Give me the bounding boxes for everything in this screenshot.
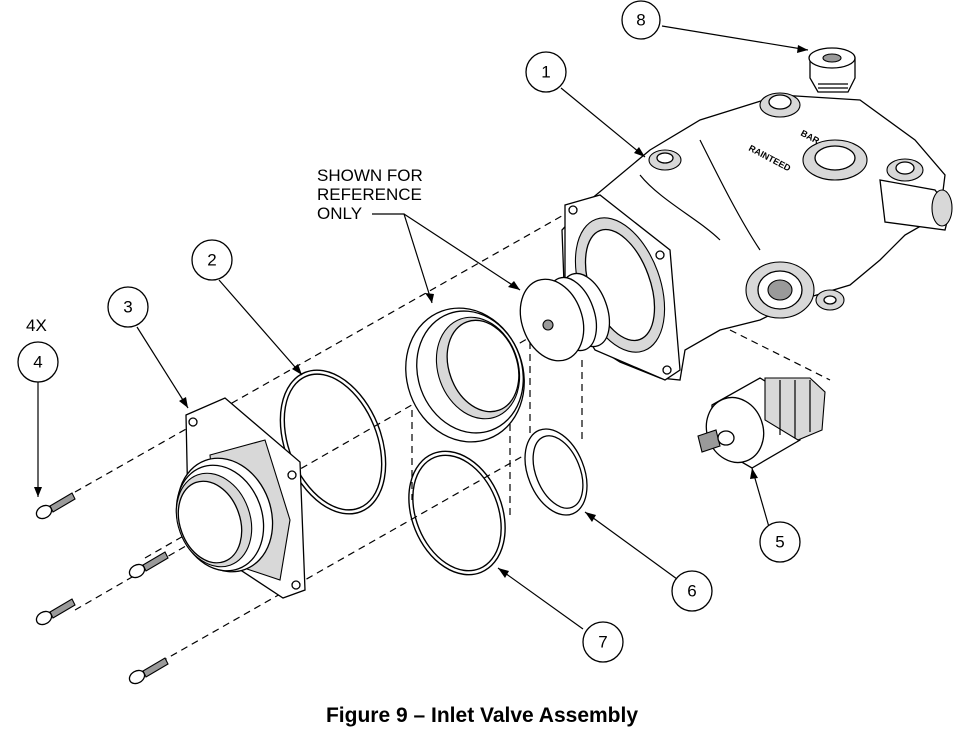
callout-1: 1 — [525, 51, 567, 93]
callout-3-label: 3 — [123, 298, 132, 317]
plug-part-8 — [808, 47, 856, 93]
callout-2: 2 — [191, 239, 233, 281]
callout-7-label: 7 — [598, 633, 607, 652]
callout-8-label: 8 — [636, 11, 645, 30]
inlet-flange-part-3 — [175, 397, 306, 599]
callout-6-label: 6 — [687, 582, 696, 601]
callout-8: 8 — [621, 0, 661, 40]
seat-ring-reference — [405, 307, 525, 443]
callout-2-label: 2 — [207, 251, 216, 270]
callout-6: 6 — [671, 570, 713, 612]
note-line-2: REFERENCE — [317, 185, 422, 204]
note-line-3: ONLY — [317, 204, 362, 223]
callout-1-label: 1 — [541, 63, 550, 82]
callout-4-label: 4 — [33, 353, 42, 372]
o-ring-part-7 — [408, 450, 506, 576]
leader-lines — [34, 25, 809, 630]
screw-2 — [128, 551, 169, 579]
callout-4: 4X 4 — [17, 316, 59, 383]
screws-part-4 — [35, 492, 169, 685]
callout-3: 3 — [107, 286, 149, 328]
callout-5-label: 5 — [775, 533, 784, 552]
check-valve-part-5 — [697, 377, 826, 469]
screw-4 — [128, 657, 169, 685]
inner-valve-reference — [519, 272, 611, 362]
callout-7: 7 — [582, 621, 624, 663]
backup-ring-part-6 — [524, 428, 588, 516]
reference-note: SHOWN FOR REFERENCE ONLY — [317, 166, 521, 304]
quantity-label: 4X — [26, 316, 47, 335]
note-line-1: SHOWN FOR — [317, 166, 423, 185]
callout-5: 5 — [759, 521, 801, 563]
screw-1 — [35, 492, 76, 520]
screw-3 — [35, 598, 76, 626]
figure-caption: Figure 9 – Inlet Valve Assembly — [325, 704, 639, 727]
pump-housing: RAINTEED BAR — [561, 92, 953, 381]
